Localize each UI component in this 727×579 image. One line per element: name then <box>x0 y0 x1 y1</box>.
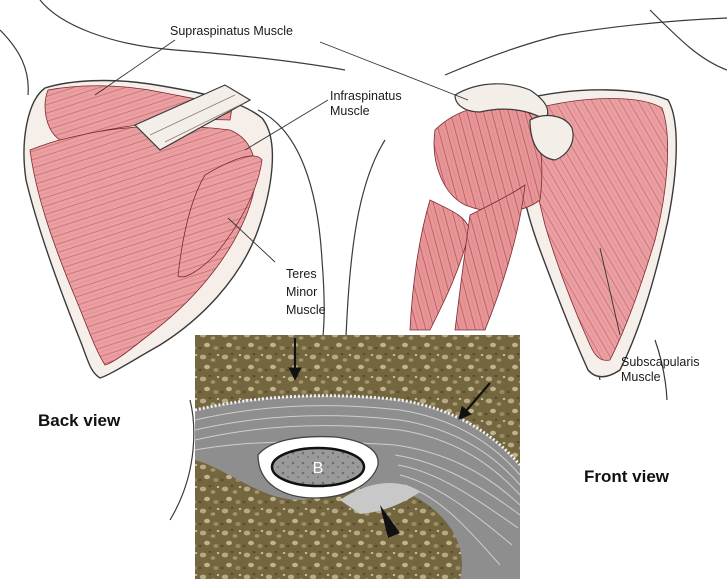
supraspinatus-label: Supraspinatus Muscle <box>170 24 293 39</box>
infraspinatus-label-line-2: Muscle <box>330 104 440 119</box>
infraspinatus-label-line-1: Infraspinatus <box>330 89 440 104</box>
teres-minor-label-line-1: Teres <box>286 265 356 283</box>
infraspinatus-label: Infraspinatus Muscle <box>330 89 440 119</box>
back-scapula <box>24 81 272 378</box>
teres-minor-label: Teres Minor Muscle <box>286 265 356 319</box>
ultrasound-inset: B <box>195 335 520 579</box>
inset-bone-label: B <box>313 460 324 477</box>
humeral-head-muscle <box>434 104 542 211</box>
subscapularis-label-line-2: Muscle <box>621 370 725 385</box>
teres-minor-label-line-3: Muscle <box>286 301 356 319</box>
subscapularis-label: Subscapularis Muscle <box>621 355 725 385</box>
front-view-label: Front view <box>584 467 669 487</box>
subscapularis-label-line-1: Subscapularis <box>621 355 725 370</box>
front-scapula <box>410 84 676 377</box>
arm-muscle-right <box>455 185 525 330</box>
back-view-label: Back view <box>38 411 120 431</box>
teres-minor-label-line-2: Minor <box>286 283 356 301</box>
